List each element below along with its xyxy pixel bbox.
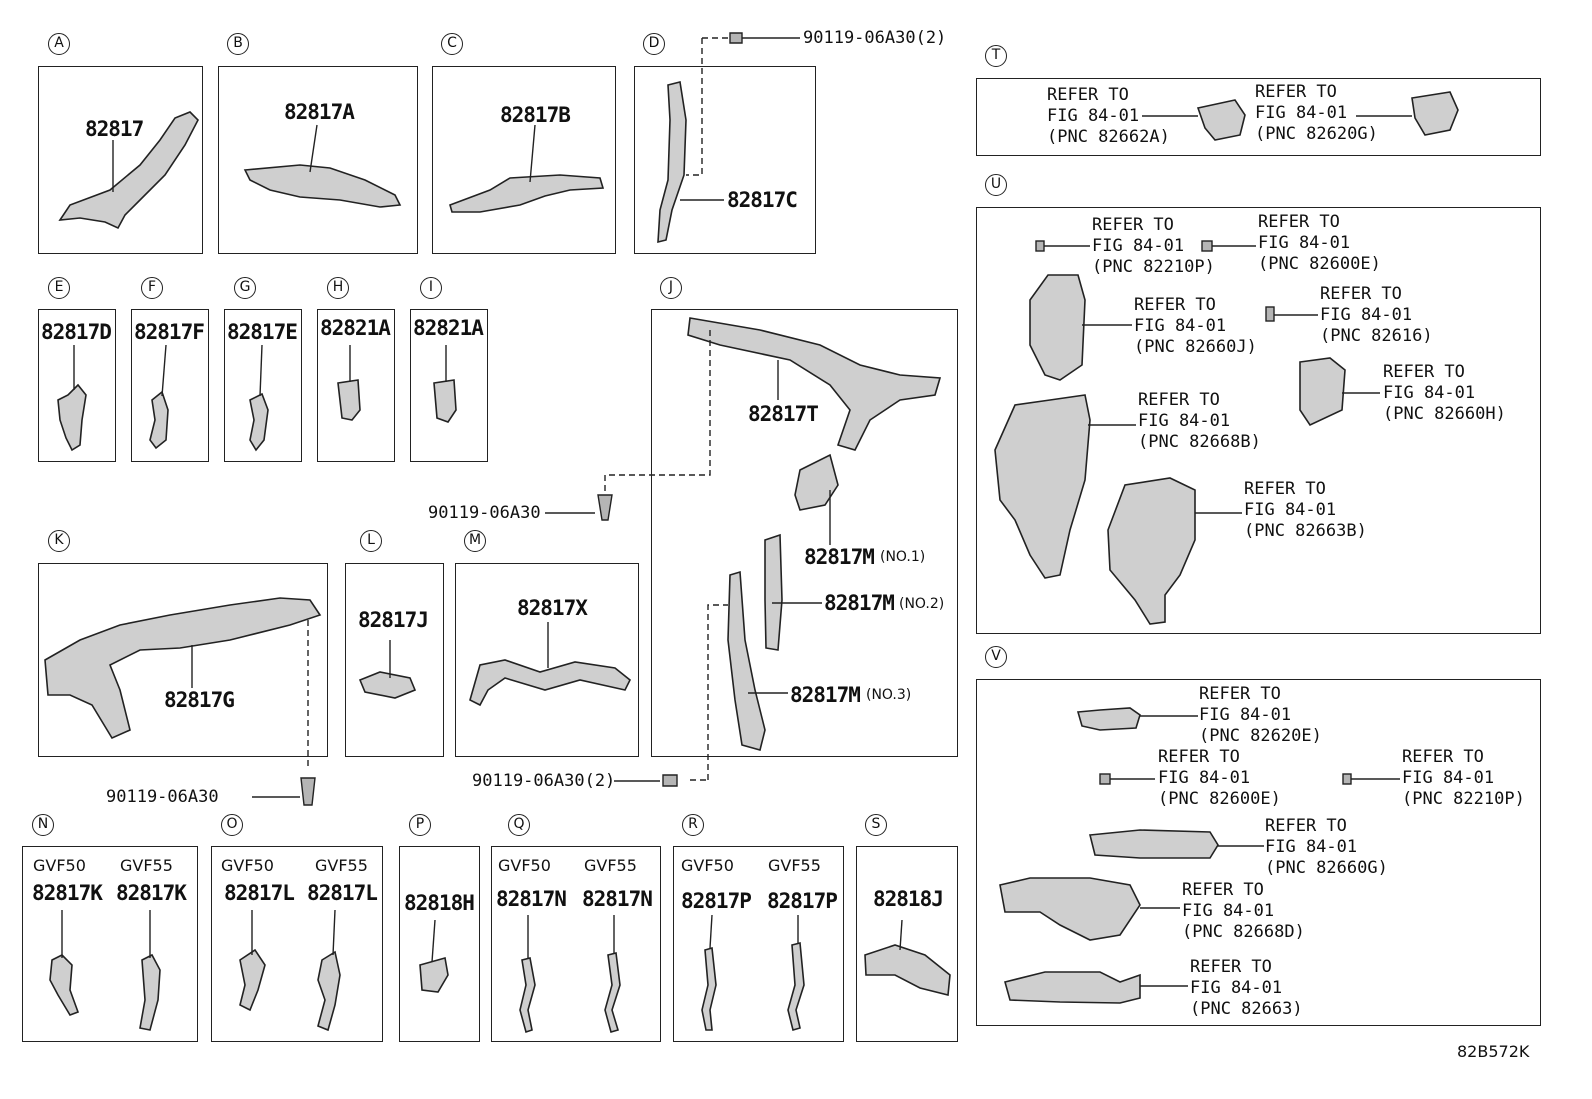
variant-o-gvf55: GVF55 bbox=[315, 856, 368, 875]
section-letter-e: E bbox=[48, 277, 70, 299]
section-letter-p: P bbox=[409, 814, 431, 836]
section-g-box bbox=[224, 309, 302, 462]
section-k-box bbox=[38, 563, 328, 757]
section-letter-n: N bbox=[32, 814, 54, 836]
section-letter-v: V bbox=[985, 646, 1007, 668]
reference-v-82668d: REFER TO FIG 84-01 (PNC 82668D) bbox=[1182, 880, 1305, 942]
section-n-box bbox=[22, 846, 198, 1042]
part-number-82817n-gvf50: 82817N bbox=[496, 887, 567, 911]
part-number-82817p-gvf50: 82817P bbox=[681, 889, 752, 913]
reference-t-82662a: REFER TO FIG 84-01 (PNC 82662A) bbox=[1047, 85, 1170, 147]
variant-r-gvf50: GVF50 bbox=[681, 856, 734, 875]
part-number-82817p-gvf55: 82817P bbox=[767, 889, 838, 913]
section-letter-k: K bbox=[48, 530, 70, 552]
part-number-82817c: 82817C bbox=[727, 188, 798, 212]
part-number-82817m-3: 82817M bbox=[790, 683, 861, 707]
part-number-82817g: 82817G bbox=[164, 688, 235, 712]
variant-q-gvf55: GVF55 bbox=[584, 856, 637, 875]
part-number-82817n-gvf55: 82817N bbox=[582, 887, 653, 911]
note-no3: (NO.3) bbox=[866, 687, 912, 703]
section-o-box bbox=[211, 846, 383, 1042]
diagram-code: 82B572K bbox=[1457, 1042, 1530, 1061]
section-letter-b: B bbox=[227, 33, 249, 55]
reference-u-82616: REFER TO FIG 84-01 (PNC 82616) bbox=[1320, 284, 1433, 346]
note-no2: (NO.2) bbox=[899, 596, 945, 612]
section-letter-m: M bbox=[464, 530, 486, 552]
section-letter-h: H bbox=[327, 277, 349, 299]
part-number-82817m-2: 82817M bbox=[824, 591, 895, 615]
part-number-82817m-1: 82817M bbox=[804, 545, 875, 569]
part-number-82817d: 82817D bbox=[41, 320, 112, 344]
section-f-box bbox=[131, 309, 209, 462]
reference-u-82668b: REFER TO FIG 84-01 (PNC 82668B) bbox=[1138, 390, 1261, 452]
part-number-82817: 82817 bbox=[85, 117, 144, 141]
section-letter-c: C bbox=[441, 33, 463, 55]
variant-o-gvf50: GVF50 bbox=[221, 856, 274, 875]
part-number-82818j: 82818J bbox=[873, 887, 944, 911]
bolt-number-j-lower: 90119-06A30(2) bbox=[472, 771, 616, 791]
section-letter-t: T bbox=[985, 45, 1007, 67]
variant-n-gvf50: GVF50 bbox=[33, 856, 86, 875]
bolt-number-k: 90119-06A30 bbox=[106, 787, 219, 807]
section-letter-u: U bbox=[985, 174, 1007, 196]
part-number-82817k-gvf55: 82817K bbox=[116, 881, 187, 905]
bolt-number-d: 90119-06A30(2) bbox=[803, 28, 947, 48]
section-s-box bbox=[856, 846, 958, 1042]
section-letter-a: A bbox=[48, 33, 70, 55]
reference-u-82210p: REFER TO FIG 84-01 (PNC 82210P) bbox=[1092, 215, 1215, 277]
note-no1: (NO.1) bbox=[880, 549, 926, 565]
part-number-82818h: 82818H bbox=[404, 891, 475, 915]
part-number-82821a-i: 82821A bbox=[413, 316, 484, 340]
part-number-82817a: 82817A bbox=[284, 100, 355, 124]
section-letter-f: F bbox=[141, 277, 163, 299]
part-number-82817l-gvf50: 82817L bbox=[224, 881, 295, 905]
variant-r-gvf55: GVF55 bbox=[768, 856, 821, 875]
section-letter-d: D bbox=[643, 33, 665, 55]
section-letter-g: G bbox=[234, 277, 256, 299]
part-number-82817k-gvf50: 82817K bbox=[32, 881, 103, 905]
section-letter-s: S bbox=[865, 814, 887, 836]
part-number-82817j: 82817J bbox=[358, 608, 429, 632]
section-q-box bbox=[491, 846, 661, 1042]
reference-v-82660g: REFER TO FIG 84-01 (PNC 82660G) bbox=[1265, 816, 1388, 878]
section-v-box bbox=[976, 679, 1541, 1026]
reference-u-82663b: REFER TO FIG 84-01 (PNC 82663B) bbox=[1244, 479, 1367, 541]
section-a-box bbox=[38, 66, 203, 254]
reference-v-82600e: REFER TO FIG 84-01 (PNC 82600E) bbox=[1158, 747, 1281, 809]
part-number-82821a-h: 82821A bbox=[320, 316, 391, 340]
reference-v-82210p: REFER TO FIG 84-01 (PNC 82210P) bbox=[1402, 747, 1525, 809]
section-c-box bbox=[432, 66, 616, 254]
part-number-82817x: 82817X bbox=[517, 596, 588, 620]
bolt-number-j-upper: 90119-06A30 bbox=[428, 503, 541, 523]
reference-u-82660h: REFER TO FIG 84-01 (PNC 82660H) bbox=[1383, 362, 1506, 424]
part-number-82817f: 82817F bbox=[134, 320, 205, 344]
section-r-box bbox=[673, 846, 844, 1042]
variant-n-gvf55: GVF55 bbox=[120, 856, 173, 875]
reference-v-82620e: REFER TO FIG 84-01 (PNC 82620E) bbox=[1199, 684, 1322, 746]
part-number-82817e: 82817E bbox=[227, 320, 298, 344]
section-d-box bbox=[634, 66, 816, 254]
section-letter-j: J bbox=[660, 277, 682, 299]
reference-u-82600e: REFER TO FIG 84-01 (PNC 82600E) bbox=[1258, 212, 1381, 274]
section-letter-l: L bbox=[360, 530, 382, 552]
reference-t-82620g: REFER TO FIG 84-01 (PNC 82620G) bbox=[1255, 82, 1378, 144]
part-number-82817t: 82817T bbox=[748, 402, 819, 426]
section-p-box bbox=[399, 846, 480, 1042]
section-b-box bbox=[218, 66, 418, 254]
section-letter-i: I bbox=[420, 277, 442, 299]
part-number-82817b: 82817B bbox=[500, 103, 571, 127]
section-letter-o: O bbox=[221, 814, 243, 836]
section-letter-q: Q bbox=[508, 814, 530, 836]
reference-v-82663: REFER TO FIG 84-01 (PNC 82663) bbox=[1190, 957, 1303, 1019]
variant-q-gvf50: GVF50 bbox=[498, 856, 551, 875]
part-number-82817l-gvf55: 82817L bbox=[307, 881, 378, 905]
section-m-box bbox=[455, 563, 639, 757]
reference-u-82660j: REFER TO FIG 84-01 (PNC 82660J) bbox=[1134, 295, 1257, 357]
section-letter-r: R bbox=[682, 814, 704, 836]
section-l-box bbox=[345, 563, 444, 757]
